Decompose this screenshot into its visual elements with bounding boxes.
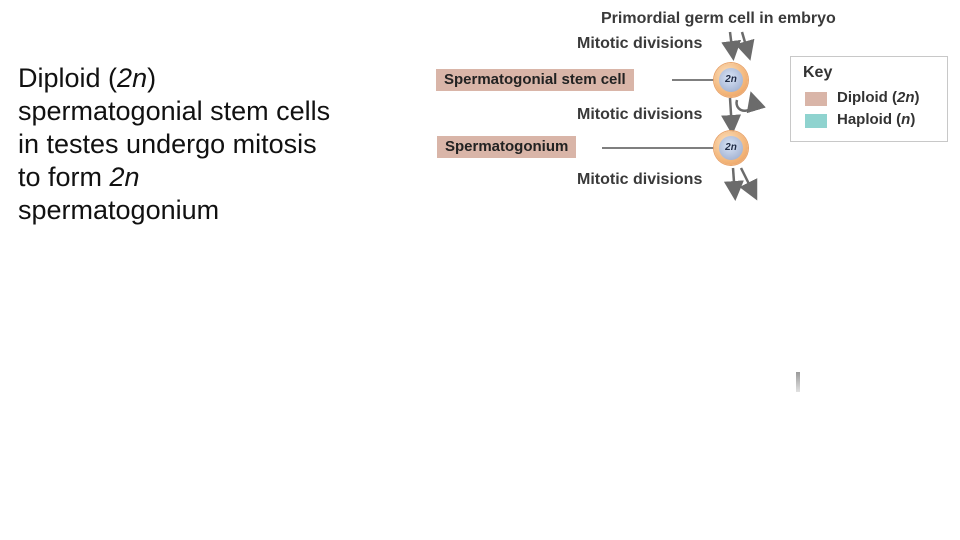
ploidy-key: Key Diploid (2n) Haploid (n)	[790, 56, 948, 142]
diploid-key-label: Diploid (2n)	[837, 89, 920, 106]
arrow-down-left-3	[723, 167, 744, 201]
mitotic-divisions-label-1: Mitotic divisions	[577, 35, 703, 52]
spermatogonium-cell-circle: 2n	[714, 131, 748, 165]
spermatogonium-nucleus: 2n	[719, 136, 743, 160]
text-line-3: in testes undergo mitosis	[18, 129, 317, 159]
clipped-image-fragment	[796, 372, 800, 392]
text-line-2: spermatogonial stem cells	[18, 96, 331, 126]
haploid-key-label: Haploid (n)	[837, 111, 916, 128]
stem-cell-circle: 2n	[714, 63, 748, 97]
primordial-germ-cell-label: Primordial germ cell in embryo	[601, 10, 836, 27]
arrow-down-1b	[721, 97, 742, 135]
self-renewal-arrow-icon	[735, 91, 766, 114]
text-line-1: Diploid (2n)	[18, 63, 157, 93]
arrow-down-right-3	[739, 167, 758, 201]
text-line-4: to form 2n	[18, 162, 140, 192]
key-title: Key	[803, 64, 833, 81]
diploid-swatch	[805, 92, 827, 106]
mitotic-divisions-label-3: Mitotic divisions	[577, 171, 703, 188]
haploid-swatch	[805, 114, 827, 128]
stem-cell-nucleus: 2n	[719, 68, 743, 92]
spermatogonial-stem-cell-box: Spermatogonial stem cell	[436, 69, 634, 91]
text-line-5: spermatogonium	[18, 195, 220, 225]
mitotic-divisions-label-2: Mitotic divisions	[577, 106, 703, 123]
slide-body-text: Diploid (2n) spermatogonial stem cells i…	[18, 62, 438, 227]
spermatogonium-box: Spermatogonium	[437, 136, 577, 158]
arrow-down-right-1	[735, 31, 755, 61]
arrow-down-left-1	[721, 31, 742, 61]
